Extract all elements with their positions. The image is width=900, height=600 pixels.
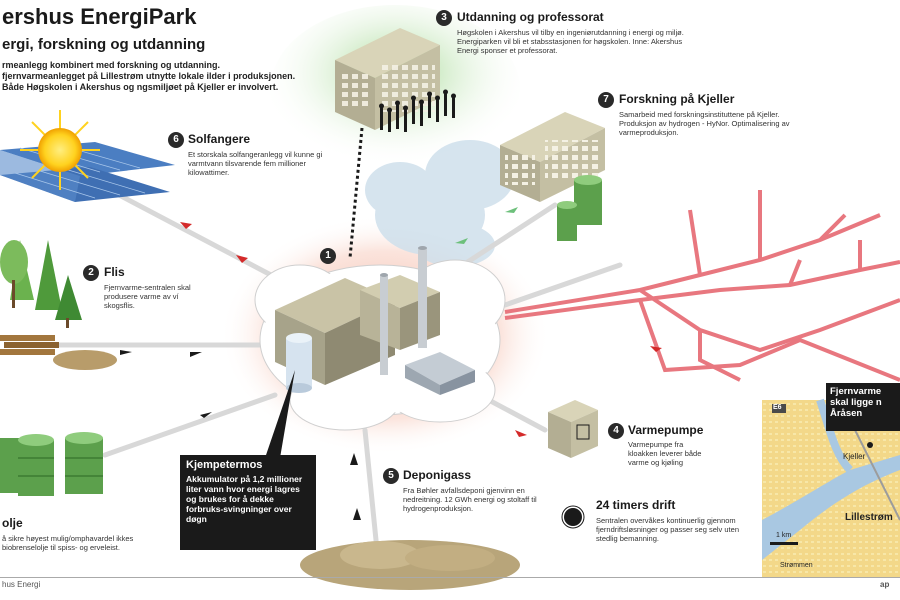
- landfill-mound: [300, 540, 520, 590]
- people-crowd: [379, 89, 456, 132]
- sun-icon: [20, 110, 100, 190]
- oil-tanks: [0, 432, 103, 496]
- section-text-varmepumpe: Varmepumpe fra kloakken leverer både var…: [628, 440, 702, 467]
- section-title-forskning: Forskning på Kjeller: [619, 92, 735, 106]
- section-title-24-timers: 24 timers drift: [596, 498, 676, 512]
- heating-pipes: [504, 190, 900, 382]
- section-title-utdanning: Utdanning og professorat: [457, 10, 604, 24]
- footer-rule: [0, 577, 900, 578]
- section-text-utdanning: Høgskolen i Akershus vil tilby en ingeni…: [457, 28, 684, 55]
- connector-lines: [57, 182, 623, 563]
- education-dotted-line: [348, 127, 364, 259]
- section-title-deponigass: Deponigass: [403, 468, 472, 482]
- section-number-2: 2: [83, 265, 99, 281]
- hydrogen-tanks: [557, 175, 602, 241]
- callout-pointer: [265, 370, 295, 458]
- callout-heading: Kjempetermos: [186, 459, 263, 471]
- section-text-olje: å sikre høyest mulig/omphavardel ikkes b…: [2, 534, 134, 552]
- map-label-road: E6: [773, 404, 782, 411]
- section-text-24-timers: Sentralen overvåkes kontinuerlig gjennom…: [596, 516, 739, 543]
- section-title-solfangere: Solfangere: [188, 132, 251, 146]
- source-credit: hus Energi: [2, 580, 41, 589]
- intro-text: rmeanlegg kombinert med forskning og utd…: [2, 60, 296, 92]
- section-number-3: 3: [436, 10, 452, 26]
- kjempetermos-callout: Kjempetermos Akkumulator på 1,2 millione…: [180, 455, 316, 550]
- section-text-flis: Fjernvarme-sentralen skal produsere varm…: [104, 283, 191, 310]
- section-title-flis: Flis: [104, 265, 125, 279]
- woodchip-pile: [0, 335, 117, 370]
- callout-text: Akkumulator på 1,2 millioner liter vann …: [186, 474, 303, 524]
- section-number-6: 6: [168, 132, 184, 148]
- section-text-solfangere: Et storskala solfangeranlegg vil kunne g…: [188, 150, 323, 177]
- page-subtitle: ergi, forskning og utdanning: [2, 36, 206, 53]
- map-label-kjeller: Kjeller: [843, 452, 866, 461]
- map-callout: Fjernvarme skal ligge n Åråsen: [826, 383, 900, 431]
- map-label-lillestrom: Lillestrøm: [845, 512, 893, 523]
- section-text-forskning: Samarbeid med forskningsinstituttene på …: [619, 110, 790, 137]
- page-title: ershus EnergiPark: [2, 4, 197, 29]
- map-callout-text: Fjernvarme skal ligge n Åråsen: [830, 386, 882, 419]
- clock-icon: [561, 505, 585, 529]
- section-title-olje: olje: [2, 516, 23, 530]
- section-number-1: 1: [320, 248, 336, 264]
- section-title-varmepumpe: Varmepumpe: [628, 423, 704, 437]
- map-label-strommen: Strømmen: [780, 562, 813, 569]
- section-number-5: 5: [383, 468, 399, 484]
- heat-pump-unit: [548, 400, 598, 458]
- forest: [0, 240, 82, 328]
- agency-credit: ap: [880, 580, 890, 589]
- research-building: [500, 112, 605, 202]
- section-text-deponigass: Fra Bøhler avfallsdeponi gjenvinn en ned…: [403, 486, 537, 513]
- section-number-7: 7: [598, 92, 614, 108]
- section-number-4: 4: [608, 423, 624, 439]
- power-plant: [275, 246, 475, 395]
- map-label-scale: 1 km: [776, 532, 792, 539]
